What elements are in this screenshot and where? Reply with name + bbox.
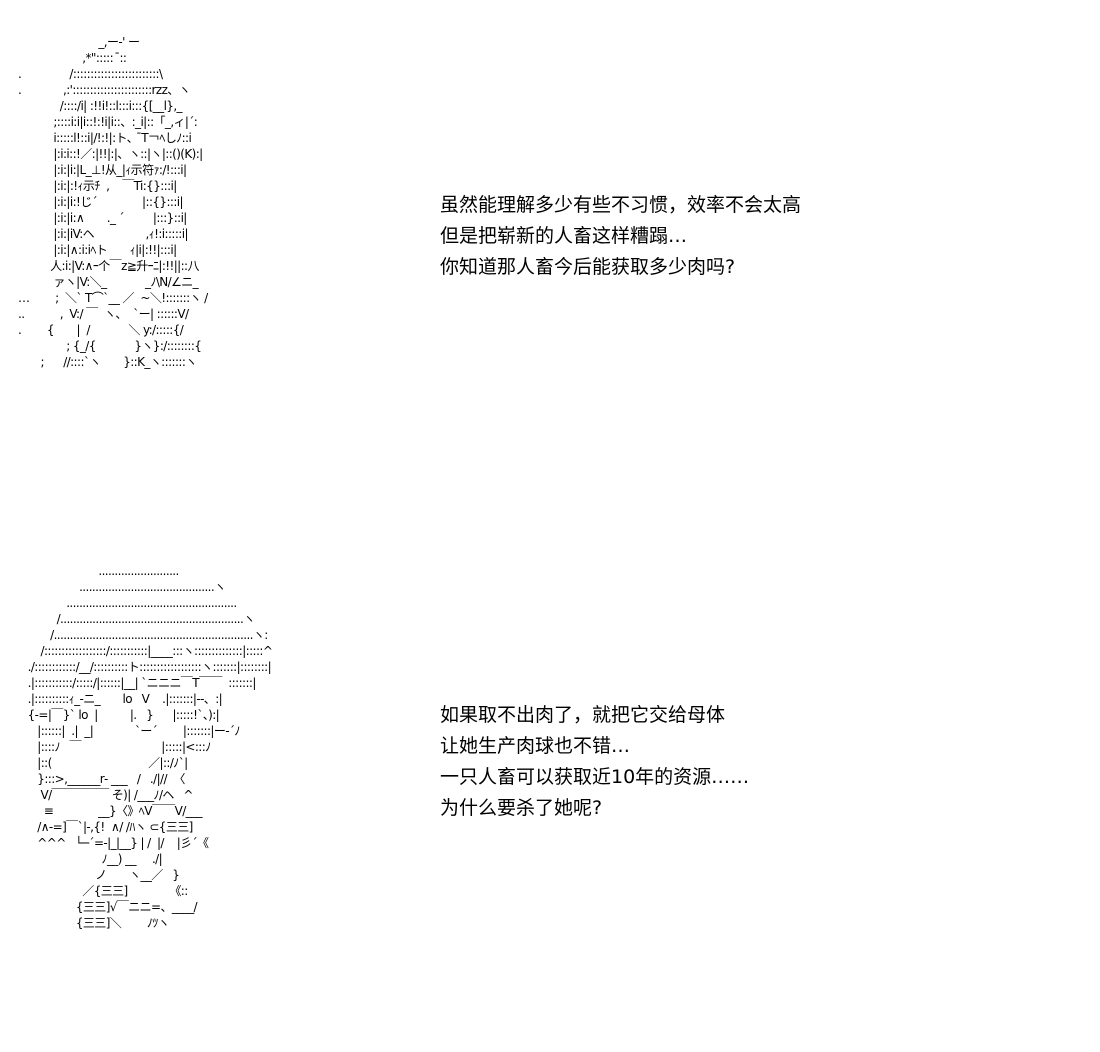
dialogue-line: 为什么要杀了她呢? — [440, 797, 603, 819]
panel-1: _,ー-' ー ,*"::::: ̄:: . /::::::::::::::::… — [0, 0, 1100, 470]
dialogue-block: 虽然能理解多少有些不习惯，效率不会太高 但是把崭新的人畜这样糟蹋… 你知道那人畜… — [440, 190, 801, 283]
dialogue-block: 如果取不出肉了，就把它交给母体 让她生产肉球也不错… 一只人畜可以获取近10年的… — [440, 700, 749, 824]
dialogue-line: 一只人畜可以获取近10年的资源…… — [440, 766, 750, 788]
dialogue-line: 让她生产肉球也不错… — [440, 735, 631, 757]
ascii-art-character: _,ー-' ー ,*"::::: ̄:: . /::::::::::::::::… — [18, 35, 208, 369]
dialogue-line: 你知道那人畜今后能获取多少肉吗? — [440, 256, 736, 278]
dialogue-line: 但是把崭新的人畜这样糟蹋… — [440, 225, 688, 247]
dialogue-line: 虽然能理解多少有些不习惯，效率不会太高 — [440, 194, 802, 216]
ascii-art-character: ......................... ..............… — [27, 564, 273, 930]
panel-2: ......................... ..............… — [0, 555, 1100, 1052]
dialogue-line: 如果取不出肉了，就把它交给母体 — [440, 704, 726, 726]
